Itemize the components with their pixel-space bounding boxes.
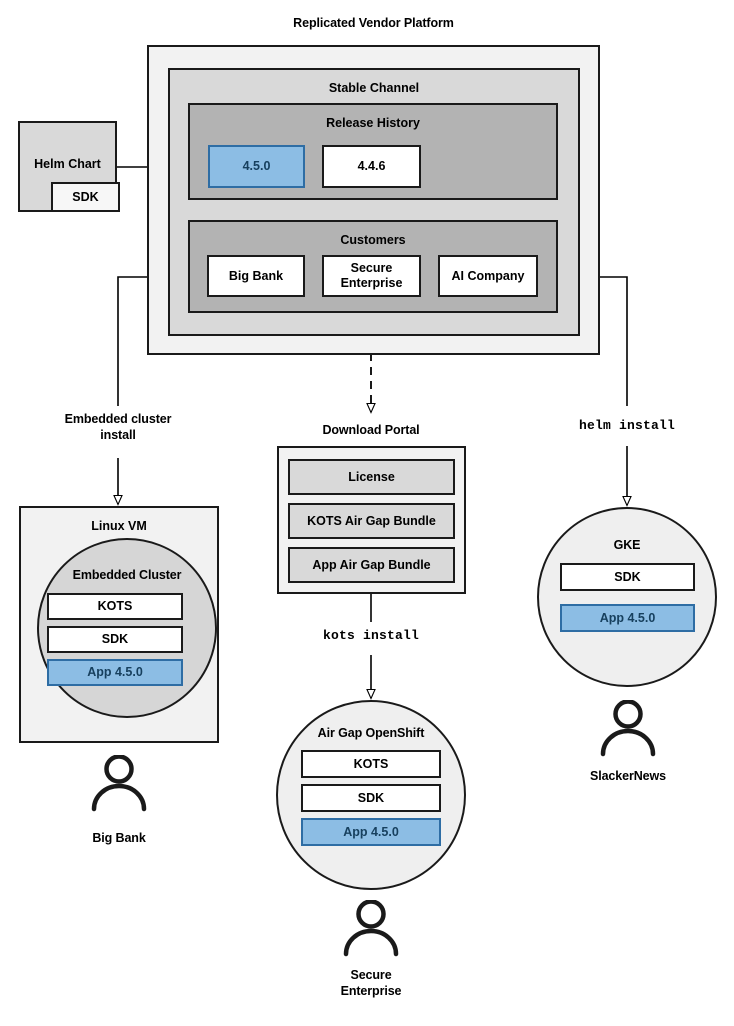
download-portal-artifact-kots-airgap-label: KOTS Air Gap Bundle xyxy=(307,513,436,528)
air-gap-component-sdk-label: SDK xyxy=(357,790,385,805)
secure-enterprise-user-label: Secure Enterprise xyxy=(340,968,402,998)
slackernews-user-label: SlackerNews xyxy=(589,769,667,783)
air-gap-component-app[interactable]: App 4.5.0 xyxy=(301,818,441,846)
linux-vm-component-app[interactable]: App 4.5.0 xyxy=(47,659,183,686)
gke-component-app-label: App 4.5.0 xyxy=(599,610,656,625)
release-4-5-0-label: 4.5.0 xyxy=(242,159,271,173)
linux-vm-component-kots-label: KOTS xyxy=(97,599,133,613)
customer-ai-company-label: AI Company xyxy=(451,268,525,283)
customer-big-bank-box[interactable]: Big Bank xyxy=(207,255,305,297)
stable-channel-title: Stable Channel xyxy=(328,81,420,95)
air-gap-component-kots-label: KOTS xyxy=(353,756,389,771)
helm-chart-sdk-label: SDK xyxy=(72,189,99,204)
big-bank-user-icon xyxy=(91,755,147,812)
release-4-5-0-box[interactable]: 4.5.0 xyxy=(208,145,305,188)
air-gap-component-sdk[interactable]: SDK xyxy=(301,784,441,812)
air-gap-component-kots[interactable]: KOTS xyxy=(301,750,441,778)
slackernews-user-icon xyxy=(600,700,656,757)
air-gap-component-app-label: App 4.5.0 xyxy=(343,824,399,839)
helm-chart-label: Helm Chart xyxy=(34,157,101,171)
gke-component-app[interactable]: App 4.5.0 xyxy=(560,604,695,632)
gke-component-sdk[interactable]: SDK xyxy=(560,563,695,591)
download-portal-artifact-kots-airgap[interactable]: KOTS Air Gap Bundle xyxy=(288,503,455,539)
customer-secure-enterprise-box[interactable]: Secure Enterprise xyxy=(322,255,421,297)
embedded-cluster-title: Embedded Cluster xyxy=(72,568,182,582)
helm-install-label: helm install xyxy=(578,418,675,433)
release-4-4-6-box[interactable]: 4.4.6 xyxy=(322,145,421,188)
secure-enterprise-user-icon xyxy=(343,900,399,957)
customer-secure-enterprise-label: Secure Enterprise xyxy=(340,261,403,290)
page-title: Replicated Vendor Platform xyxy=(293,16,454,30)
linux-vm-title: Linux VM xyxy=(91,519,147,533)
release-4-4-6-label: 4.4.6 xyxy=(357,159,386,173)
embedded-cluster-install-label: Embedded cluster install xyxy=(64,412,172,442)
linux-vm-component-app-label: App 4.5.0 xyxy=(87,665,143,679)
linux-vm-component-sdk-label: SDK xyxy=(101,632,129,646)
linux-vm-component-kots[interactable]: KOTS xyxy=(47,593,183,620)
kots-install-label: kots install xyxy=(322,628,419,643)
download-portal-artifact-license[interactable]: License xyxy=(288,459,455,495)
download-portal-artifact-license-label: License xyxy=(348,469,395,484)
linux-vm-component-sdk[interactable]: SDK xyxy=(47,626,183,653)
customer-big-bank-label: Big Bank xyxy=(228,268,284,283)
download-portal-artifact-app-airgap[interactable]: App Air Gap Bundle xyxy=(288,547,455,583)
release-history-title: Release History xyxy=(326,116,420,130)
customers-title: Customers xyxy=(340,233,406,247)
customer-ai-company-box[interactable]: AI Company xyxy=(438,255,538,297)
gke-title: GKE xyxy=(613,538,641,552)
helm-chart-sdk-box[interactable]: SDK xyxy=(51,182,120,212)
big-bank-user-label: Big Bank xyxy=(92,831,146,845)
gke-component-sdk-label: SDK xyxy=(614,569,641,584)
download-portal-artifact-app-airgap-label: App Air Gap Bundle xyxy=(312,557,431,572)
gke-circle xyxy=(537,507,717,687)
download-portal-title: Download Portal xyxy=(322,423,420,437)
air-gap-openshift-title: Air Gap OpenShift xyxy=(317,726,425,740)
